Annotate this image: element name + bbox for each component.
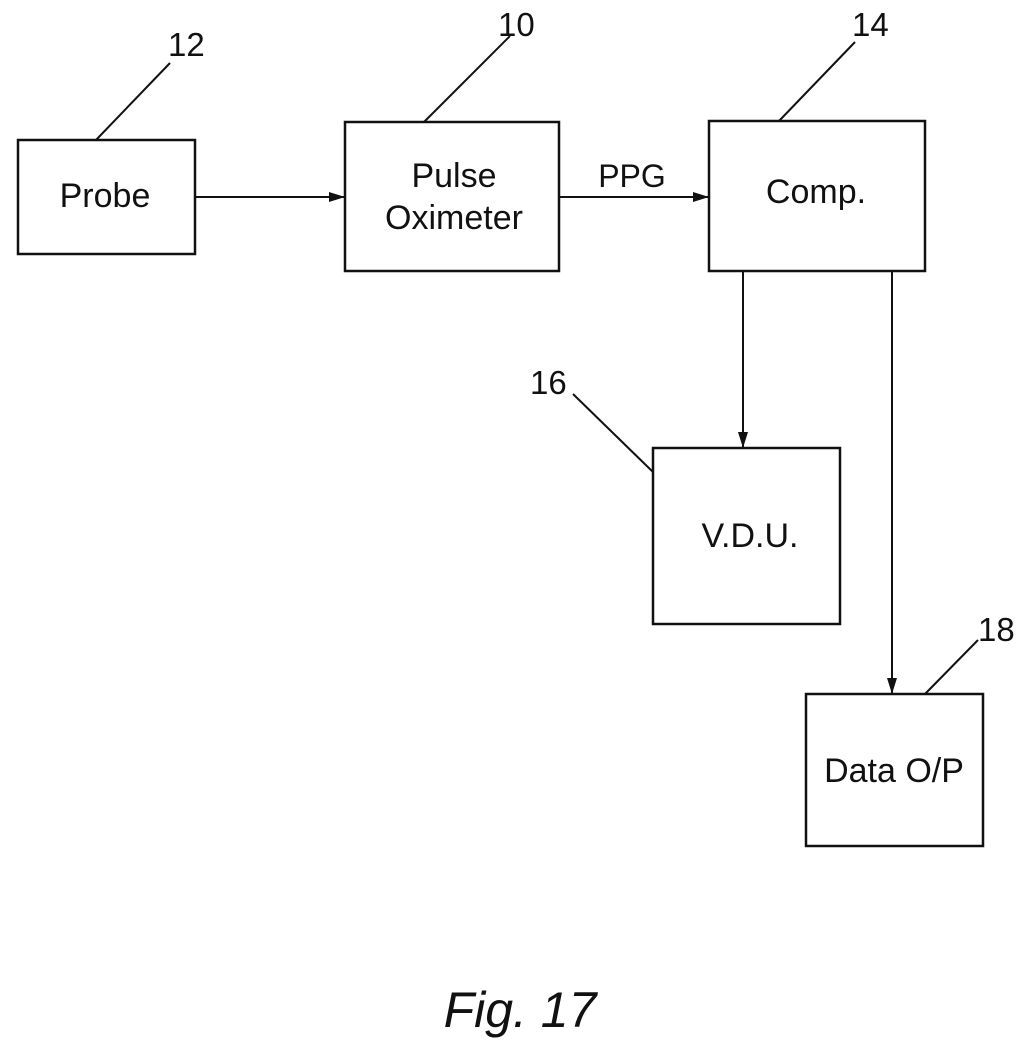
data-op-label: Data O/P	[824, 752, 964, 790]
probe-label: Probe	[60, 177, 151, 215]
probe-ref-leader	[96, 63, 170, 140]
vdu-ref-number: 16	[530, 364, 567, 401]
data-op-ref-number: 18	[978, 611, 1015, 648]
pulse-oximeter-ref-number: 10	[498, 6, 535, 43]
comp-block: Comp.	[709, 121, 925, 271]
pulse-oximeter-ref-leader	[424, 36, 510, 122]
data-op-block: Data O/P	[806, 694, 983, 846]
probe-ref-number: 12	[168, 26, 205, 63]
figure-caption: Fig. 17	[444, 982, 599, 1038]
comp-ref-leader	[779, 42, 855, 121]
comp-ref-number: 14	[852, 6, 889, 43]
pulse-oximeter-label-line1: Pulse	[411, 157, 496, 195]
probe-block: Probe	[18, 140, 195, 254]
vdu-label: V.D.U.	[701, 517, 798, 555]
comp-label: Comp.	[766, 173, 866, 211]
data-op-ref-leader	[925, 640, 978, 694]
ppg-signal-label: PPG	[598, 158, 666, 194]
vdu-ref-leader	[573, 394, 653, 472]
pulse-oximeter-label-line2: Oximeter	[385, 199, 523, 237]
vdu-block: V.D.U.	[653, 448, 840, 624]
pulse-oximeter-block: Pulse Oximeter	[345, 122, 559, 271]
